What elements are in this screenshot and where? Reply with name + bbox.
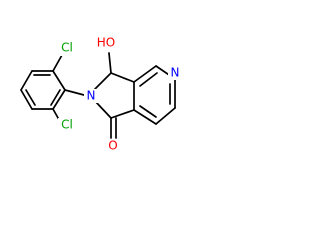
carbonyl-label-bg [105,139,121,154]
bond-pyridine-1 [133,65,157,83]
bond-phenyl-5 [52,89,66,110]
bond-n-choh [94,72,112,90]
carbonyl-oxygen-label: O [108,139,117,153]
n-lactam-label: N [87,89,96,103]
cl-bottom-label: Cl [61,118,73,132]
bond-phenyl-6 [52,70,66,91]
bond-fused-carbonyl [110,109,135,119]
bond-pyridine-double-1 [139,72,158,87]
molecule-canvas: Cl Cl N N HO O [20,35,182,154]
hydroxyl-label-bg [92,36,120,51]
bond-pyridine-4 [155,107,176,125]
bond-pyridine-double-3 [139,105,157,118]
hydroxyl-label: HO [97,36,115,50]
bond-phenyl-double-3 [50,89,61,106]
bond-aryl-n [64,89,85,96]
cl-top-label: Cl [61,41,73,55]
structure-diagram: Cl Cl N N HO O [20,35,182,154]
bond-carbonyl-n [94,100,112,119]
cl-bottom-label-bg [58,118,76,133]
cl-top-label-bg [58,41,76,56]
n-pyridine-label: N [171,66,180,80]
bond-phenyl-double-2 [25,89,36,106]
bond-cl-top [52,54,63,72]
bond-phenyl-2 [20,70,33,91]
n-lactam-label-bg [84,89,98,103]
bond-phenyl-3 [20,89,33,110]
bond-choh-fused [110,72,135,83]
bond-pyridine-5 [133,109,157,125]
bond-oh [108,52,112,74]
n-pyridine-label-bg [168,66,182,80]
